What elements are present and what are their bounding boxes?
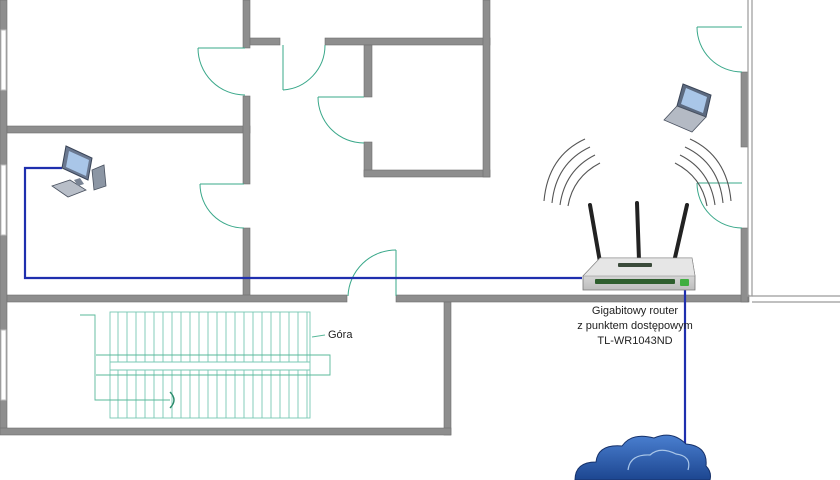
desktop-computer-icon: [51, 145, 107, 198]
laptop-icon: [663, 83, 712, 133]
router-caption-line-3: TL-WR1043ND: [597, 335, 673, 347]
windows: [0, 29, 7, 401]
outer-outline: [747, 0, 840, 303]
network-cables: [23, 166, 687, 450]
router-caption-line-2: z punktem dostępowym: [577, 320, 693, 332]
wifi-waves-icon: [543, 138, 732, 207]
stairs-direction-label: Góra: [328, 329, 353, 341]
staircase: [80, 311, 331, 419]
router-caption-line-1: Gigabitowy router: [591, 305, 679, 317]
wireless-router-icon: [582, 201, 696, 291]
stair-treads: [117, 312, 308, 418]
doors: [197, 26, 743, 297]
router-caption: Gigabitowy router z punktem dostępowym T…: [545, 304, 725, 349]
lan-cable: [23, 166, 582, 280]
internet-cloud-icon: [574, 434, 711, 480]
